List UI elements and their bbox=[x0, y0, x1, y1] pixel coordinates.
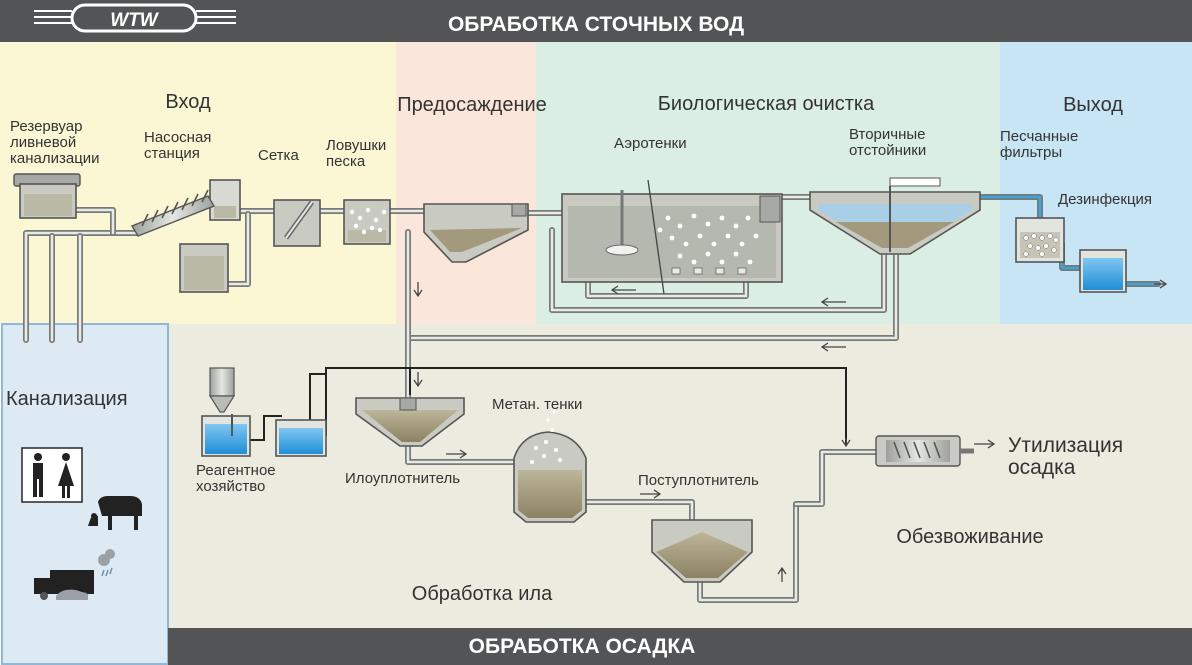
sludge-thickener bbox=[355, 397, 465, 447]
label-pump-station: Насосная станция bbox=[144, 129, 216, 162]
reagent-facility bbox=[201, 367, 327, 457]
zone-presettling-bg bbox=[396, 42, 536, 324]
header-title: ОБРАБОТКА СТОЧНЫХ ВОД bbox=[448, 13, 744, 36]
digester bbox=[513, 410, 587, 523]
zone-title-bio: Биологическая очистка bbox=[658, 93, 875, 115]
truck-pictogram bbox=[34, 549, 115, 600]
footer-title: ОБРАБОТКА ОСАДКА bbox=[469, 635, 696, 658]
label-disinfection: Дезинфекция bbox=[1058, 191, 1152, 208]
label-digester: Метан. тенки bbox=[492, 396, 582, 413]
label-aeration: Аэротенки bbox=[614, 135, 687, 152]
zone-title-outlet: Выход bbox=[1063, 94, 1123, 116]
people-pictogram bbox=[21, 447, 83, 503]
zone-title-sewer: Канализация bbox=[6, 388, 128, 410]
zone-sewer-border bbox=[1, 323, 169, 665]
label-grit-trap: Ловушки песка bbox=[326, 137, 390, 170]
zone-title-dewatering: Обезвоживание bbox=[896, 526, 1043, 548]
disinfection-tank bbox=[1079, 249, 1127, 293]
zone-title-inlet: Вход bbox=[165, 91, 211, 113]
aeration-tank bbox=[561, 179, 783, 295]
presettler bbox=[423, 203, 529, 263]
secondary-clarifier bbox=[809, 177, 981, 255]
label-secondary: Вторичные отстойники bbox=[849, 126, 930, 159]
zone-title-sludge: Обработка ила bbox=[412, 583, 553, 605]
screen-unit bbox=[273, 199, 321, 247]
zone-title-presettling: Предосаждение bbox=[397, 94, 547, 116]
header-bar bbox=[0, 0, 1192, 42]
label-reagents: Реагентное хозяйство bbox=[196, 462, 280, 495]
pump-station bbox=[130, 179, 241, 293]
grit-trap bbox=[343, 199, 391, 245]
sand-filter bbox=[1015, 217, 1065, 263]
label-thickener: Илоуплотнитель bbox=[345, 470, 460, 487]
animals-pictogram bbox=[88, 496, 142, 530]
flow-arrows bbox=[413, 279, 1168, 582]
pipes bbox=[23, 194, 1161, 603]
decanter-dewatering bbox=[875, 435, 974, 467]
label-storm-tank: Резервуар ливневой канализации bbox=[10, 118, 100, 167]
storm-tank bbox=[13, 173, 81, 219]
label-post-thickener: Поступлотнитель bbox=[638, 472, 759, 489]
footer-bar bbox=[168, 628, 1192, 665]
label-disposal: Утилизация осадка bbox=[1008, 434, 1129, 479]
logo-text: WTW bbox=[110, 10, 160, 31]
wtw-logo: WTW bbox=[34, 3, 236, 33]
post-thickener bbox=[651, 519, 753, 583]
label-screen: Сетка bbox=[258, 147, 299, 164]
label-sand-filters: Песчанные фильтры bbox=[1000, 128, 1082, 161]
